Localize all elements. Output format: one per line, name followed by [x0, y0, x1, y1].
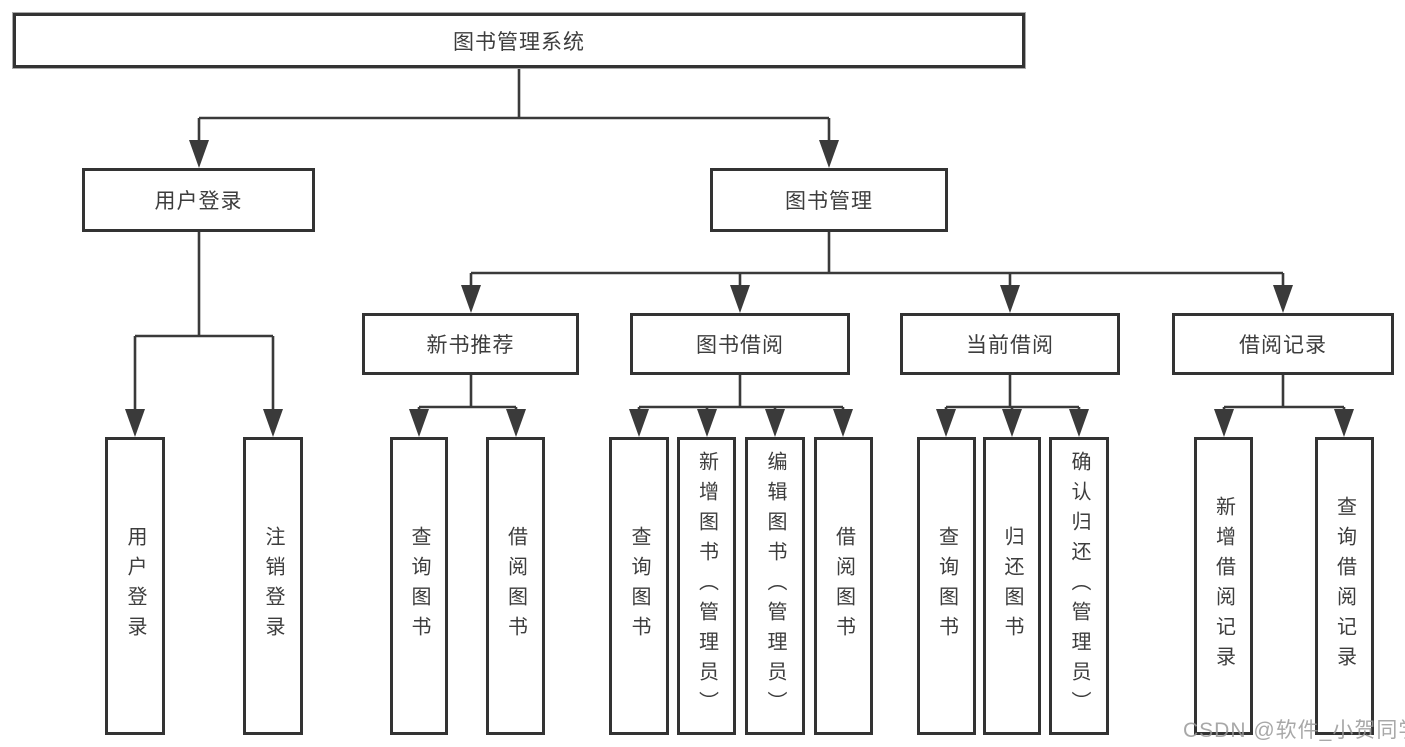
node-root: 图书管理系统: [13, 13, 1025, 68]
arrow-down-icon: [189, 140, 209, 168]
node-new-book-recommend: 新书推荐: [362, 313, 579, 375]
node-book-borrow-label: 图书借阅: [696, 334, 784, 357]
leaf-borrow-add-books-admin: 新增图书（管理员）: [677, 437, 736, 735]
arrow-down-icon: [1069, 409, 1089, 437]
node-root-label: 图书管理系统: [453, 30, 585, 54]
arrow-down-icon: [697, 409, 717, 437]
node-current-borrow: 当前借阅: [900, 313, 1120, 375]
arrow-down-icon: [1002, 409, 1022, 437]
leaf-user-login: 用户登录: [105, 437, 165, 735]
leaf-recommend-borrow-books: 借阅图书: [486, 437, 545, 735]
node-new-book-recommend-label: 新书推荐: [426, 334, 515, 357]
arrow-down-icon: [629, 409, 649, 437]
arrow-down-icon: [819, 140, 839, 168]
leaf-borrow-query-books: 查询图书: [609, 437, 669, 735]
leaf-records-add-record: 新增借阅记录: [1194, 437, 1253, 735]
arrow-down-icon: [125, 409, 145, 437]
watermark: CSDN @软件_小贺同学: [1183, 719, 1405, 742]
node-book-management: 图书管理: [710, 168, 948, 232]
arrow-down-icon: [263, 409, 283, 437]
node-book-management-label: 图书管理: [785, 190, 873, 213]
arrow-down-icon: [409, 409, 429, 437]
arrow-down-icon: [833, 409, 853, 437]
leaf-recommend-query-books: 查询图书: [390, 437, 448, 735]
leaf-borrow-borrow-books: 借阅图书: [814, 437, 873, 735]
node-user-login-label: 用户登录: [154, 190, 243, 213]
arrow-down-icon: [1273, 285, 1293, 313]
arrow-down-icon: [765, 409, 785, 437]
leaf-current-query-books: 查询图书: [917, 437, 976, 735]
node-borrow-records-label: 借阅记录: [1239, 334, 1327, 357]
leaf-borrow-edit-books-admin: 编辑图书（管理员）: [745, 437, 805, 735]
leaf-logout: 注销登录: [243, 437, 303, 735]
node-borrow-records: 借阅记录: [1172, 313, 1394, 375]
node-book-borrow: 图书借阅: [630, 313, 850, 375]
leaf-records-query-record: 查询借阅记录: [1315, 437, 1374, 735]
arrow-down-icon: [1334, 409, 1354, 437]
arrow-down-icon: [506, 409, 526, 437]
arrow-down-icon: [1214, 409, 1234, 437]
arrow-down-icon: [730, 285, 750, 313]
node-current-borrow-label: 当前借阅: [966, 334, 1054, 357]
arrow-down-icon: [936, 409, 956, 437]
arrow-down-icon: [1000, 285, 1020, 313]
arrow-down-icon: [461, 285, 481, 313]
leaf-current-return-books: 归还图书: [983, 437, 1041, 735]
leaf-current-confirm-return-admin: 确认归还（管理员）: [1049, 437, 1109, 735]
node-user-login: 用户登录: [82, 168, 315, 232]
